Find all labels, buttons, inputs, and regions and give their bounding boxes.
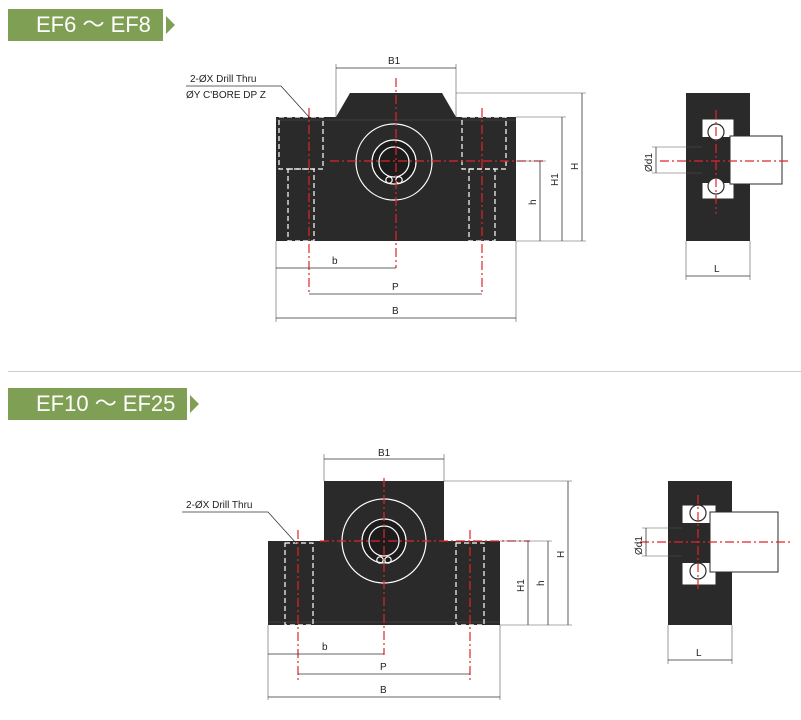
tag-arrow-icon: [165, 16, 175, 34]
section-title: EF10 ～ EF25: [8, 388, 188, 420]
dim-d1: Ød1: [634, 536, 645, 555]
ef6-side-view: [660, 93, 790, 241]
leader-text-drill: 2-ØX Drill Thru: [190, 74, 257, 85]
section-title: EF6 ～ EF8: [8, 9, 163, 41]
dim-h: h: [528, 199, 539, 205]
dim-hh: H: [556, 551, 567, 558]
section-tag-ef6-ef8: EF6 ～ EF8: [8, 9, 175, 41]
dim-bb: B: [392, 306, 399, 317]
dim-b1: B1: [378, 448, 391, 459]
ef6-side-dimensions: Ød1 L: [644, 146, 751, 280]
ef10-side-view: [640, 481, 790, 625]
ef10-side-dimensions: Ød1 L: [634, 527, 733, 664]
dim-p: P: [380, 662, 387, 673]
dim-h1: H1: [516, 579, 527, 592]
section-divider: [8, 371, 801, 372]
dim-b: b: [332, 256, 338, 267]
dim-l: L: [696, 648, 702, 659]
leader-text-cbore: ØY C'BORE DP Z: [186, 90, 266, 101]
dim-l: L: [714, 264, 720, 275]
ef6-front-dimensions: 2-ØX Drill Thru ØY C'BORE DP Z B1 b P B …: [186, 56, 586, 322]
tag-arrow-icon: [190, 395, 200, 413]
ef6-front-view: [276, 78, 546, 295]
dim-hh: H: [570, 163, 581, 170]
dim-b1: B1: [388, 56, 401, 67]
dim-p: P: [392, 282, 399, 293]
dim-h: h: [536, 580, 547, 586]
ef10-front-dimensions: 2-ØX Drill Thru B1 b P B H1 h H: [182, 448, 572, 700]
dim-h1: H1: [550, 173, 561, 186]
section-tag-ef10-ef25: EF10 ～ EF25: [8, 388, 200, 420]
ef10-front-view: [268, 478, 530, 680]
dim-b: b: [322, 642, 328, 653]
leader-text-drill: 2-ØX Drill Thru: [186, 500, 253, 511]
dim-bb: B: [380, 685, 387, 696]
dim-d1: Ød1: [644, 153, 655, 172]
